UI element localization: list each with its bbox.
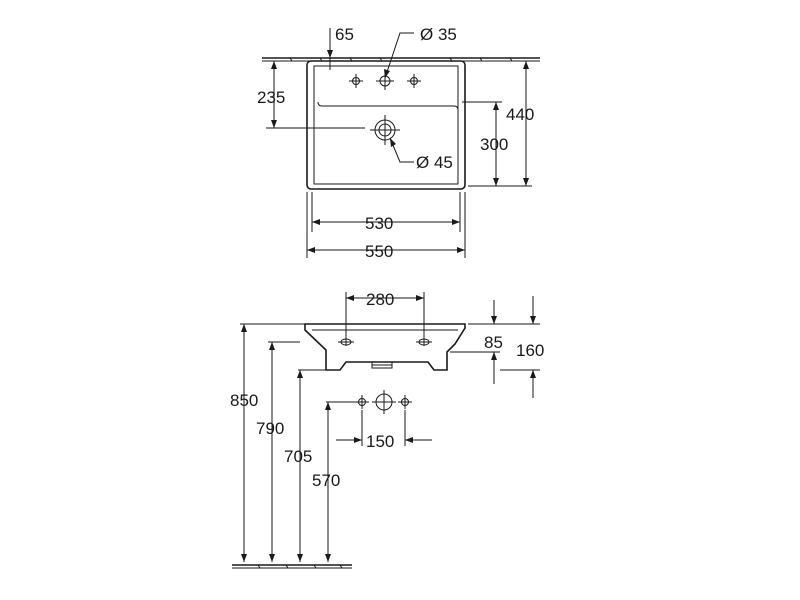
dim-440-lines [470,61,532,187]
dim-550-lines [306,192,466,258]
dim-inner-width: 530 [365,214,393,233]
dim-tap-spacing: 150 [366,432,394,451]
tap-connection-left-icon [354,394,370,410]
dim-height-tap-connections: 570 [312,471,340,490]
dim-depth-total: 440 [506,105,534,124]
dim-160-lines [500,296,540,398]
dim-150-lines [336,410,432,446]
tap-connection-center-icon [372,390,396,414]
side-view: 280 85 160 [230,290,544,569]
tap-hole-right-icon [406,73,422,89]
dim-tap-offset: 65 [335,25,354,44]
dim-waste-hole: Ø 45 [416,153,453,172]
dim-height-total: 160 [516,341,544,360]
basin-bowl-outline [317,101,459,111]
tap-connection-right-icon [397,394,413,410]
waste-hole-icon [370,115,400,145]
dim-height-basin: 85 [484,333,503,352]
floor-line [232,564,352,569]
dim-65-lines [327,28,333,70]
basin-inner-outline [313,65,459,185]
dim-705-lines [297,370,303,562]
dim-height-rim: 850 [230,391,258,410]
dim-height-waste: 705 [284,447,312,466]
dim-530-lines [311,192,461,232]
dim-waste-hole-leader [389,137,414,163]
basin-side-profile [304,323,466,371]
tap-hole-left-icon [348,73,364,89]
dim-depth-to-tap: 235 [257,88,285,107]
dim-850-lines [241,324,247,562]
basin-outer-outline [306,60,466,190]
dim-tap-hole: Ø 35 [420,25,457,44]
dim-280-lines [345,292,425,346]
dim-790-lines [269,342,275,562]
dim-tap-hole-leader [384,32,414,79]
dim-235-lines [266,60,365,129]
top-view: 65 Ø 35 235 300 [257,25,540,261]
dim-85-lines [450,300,500,384]
dim-570-lines [325,402,331,562]
dim-outer-width: 550 [365,242,393,261]
dim-overflow-spacing: 280 [366,290,394,309]
dim-height-underside: 790 [256,419,284,438]
dim-depth-bowl: 300 [480,135,508,154]
